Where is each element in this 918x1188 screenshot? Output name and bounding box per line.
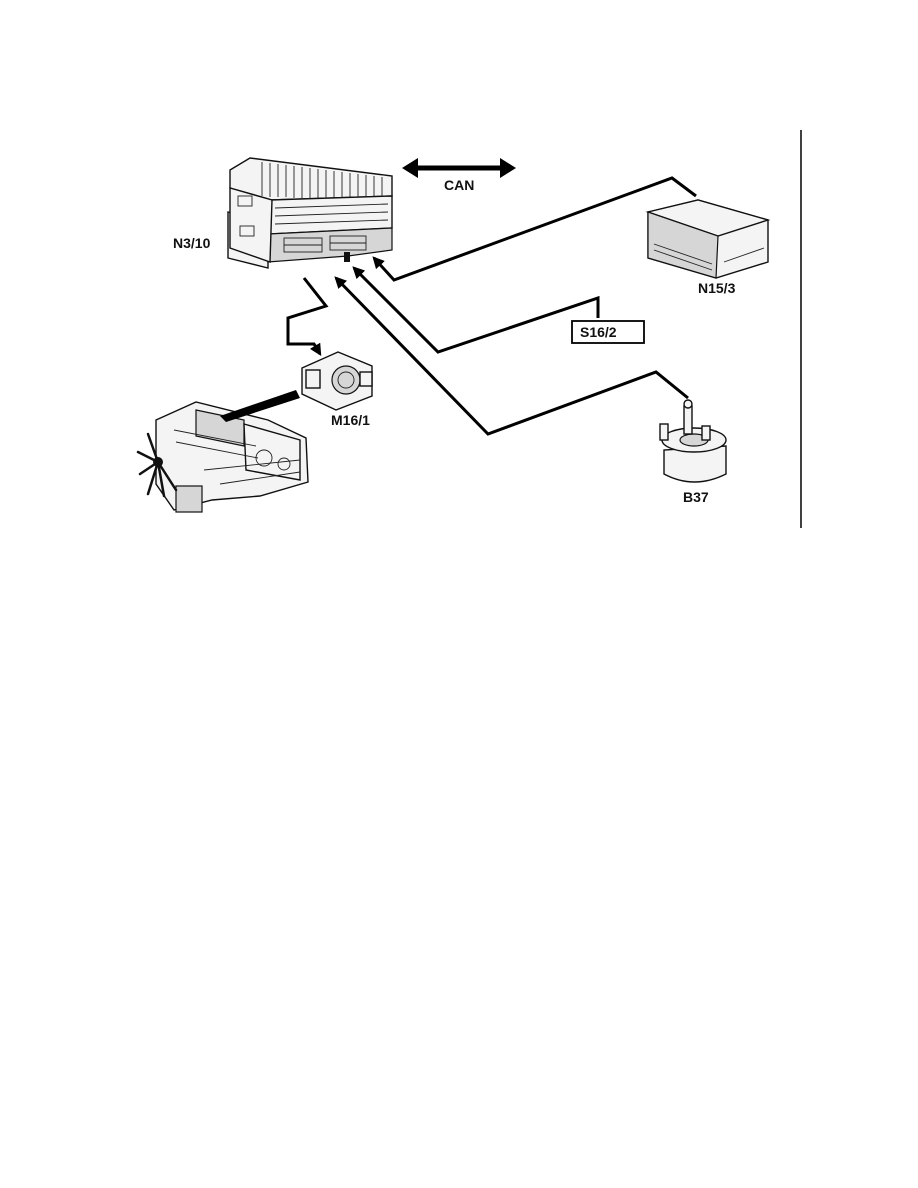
label-n15-3: N15/3	[698, 280, 736, 296]
wire-b37-to-n3-10	[334, 276, 689, 436]
label-s16-2: S16/2	[580, 324, 617, 340]
label-can: CAN	[444, 177, 474, 193]
wire-n3-10-to-m16-1	[286, 277, 329, 357]
can-bus-arrow	[402, 158, 516, 178]
label-n3-10: N3/10	[173, 235, 211, 251]
engine-illustration	[136, 390, 309, 513]
switch-box-s16-2	[571, 320, 645, 344]
sensor-b37	[659, 399, 727, 483]
wire-s16-2-to-n3-10	[352, 266, 600, 354]
label-m16-1: M16/1	[331, 412, 370, 428]
label-b37: B37	[683, 489, 709, 505]
control-unit-n3-10	[227, 157, 393, 269]
actuator-m16-1	[301, 351, 373, 411]
wire-n15-3-to-n3-10	[372, 176, 697, 282]
module-n15-3	[645, 199, 771, 279]
